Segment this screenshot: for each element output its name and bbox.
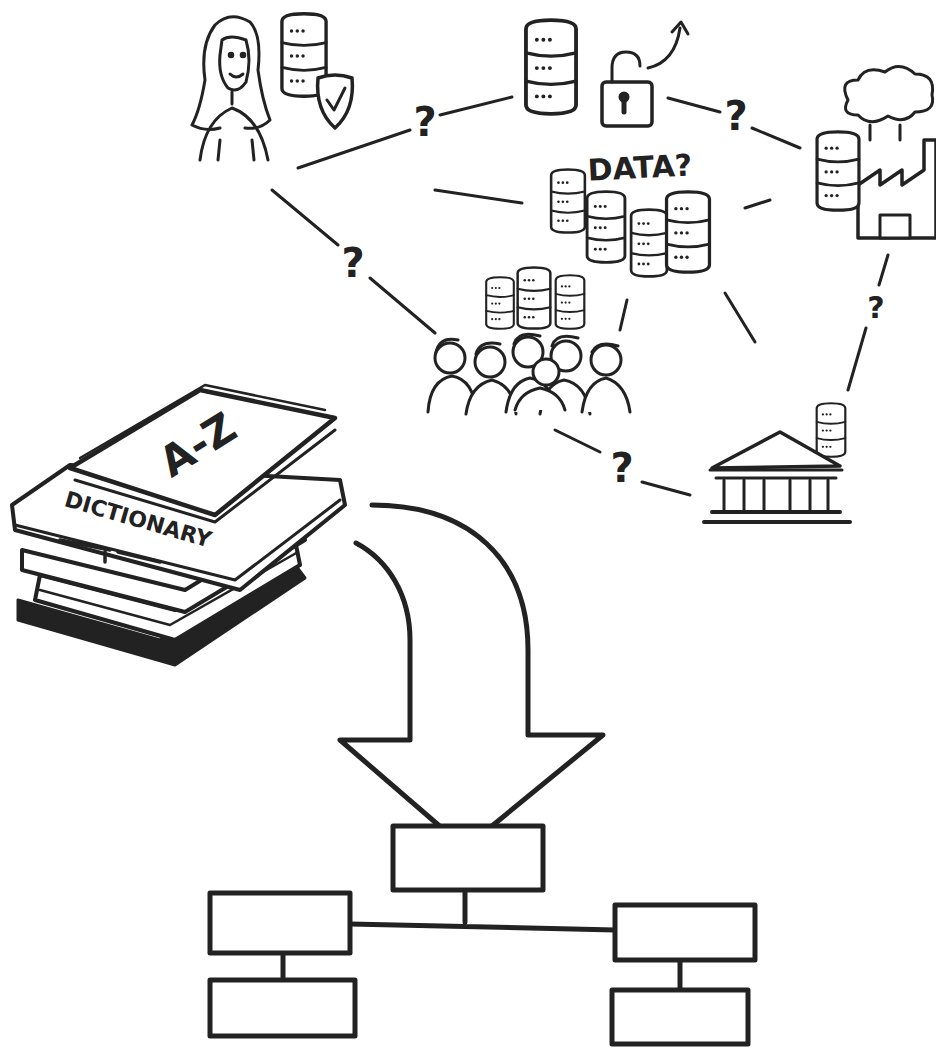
woman-figure [192, 14, 352, 160]
question-mark: ? [341, 243, 364, 283]
open-lock-database [526, 20, 688, 126]
institution-database [704, 403, 850, 522]
question-mark: ? [610, 448, 633, 488]
question-mark: ? [413, 102, 436, 142]
factory-database [817, 66, 936, 238]
question-mark: ? [867, 293, 884, 323]
data-heading: DATA? [587, 150, 693, 185]
question-mark: ? [724, 96, 747, 136]
database-cluster [551, 169, 709, 276]
network-lines [272, 97, 888, 495]
book-stack [12, 385, 345, 665]
hierarchy-tree [210, 826, 755, 1044]
crowd-databases [428, 267, 630, 414]
big-arrow [340, 505, 603, 848]
